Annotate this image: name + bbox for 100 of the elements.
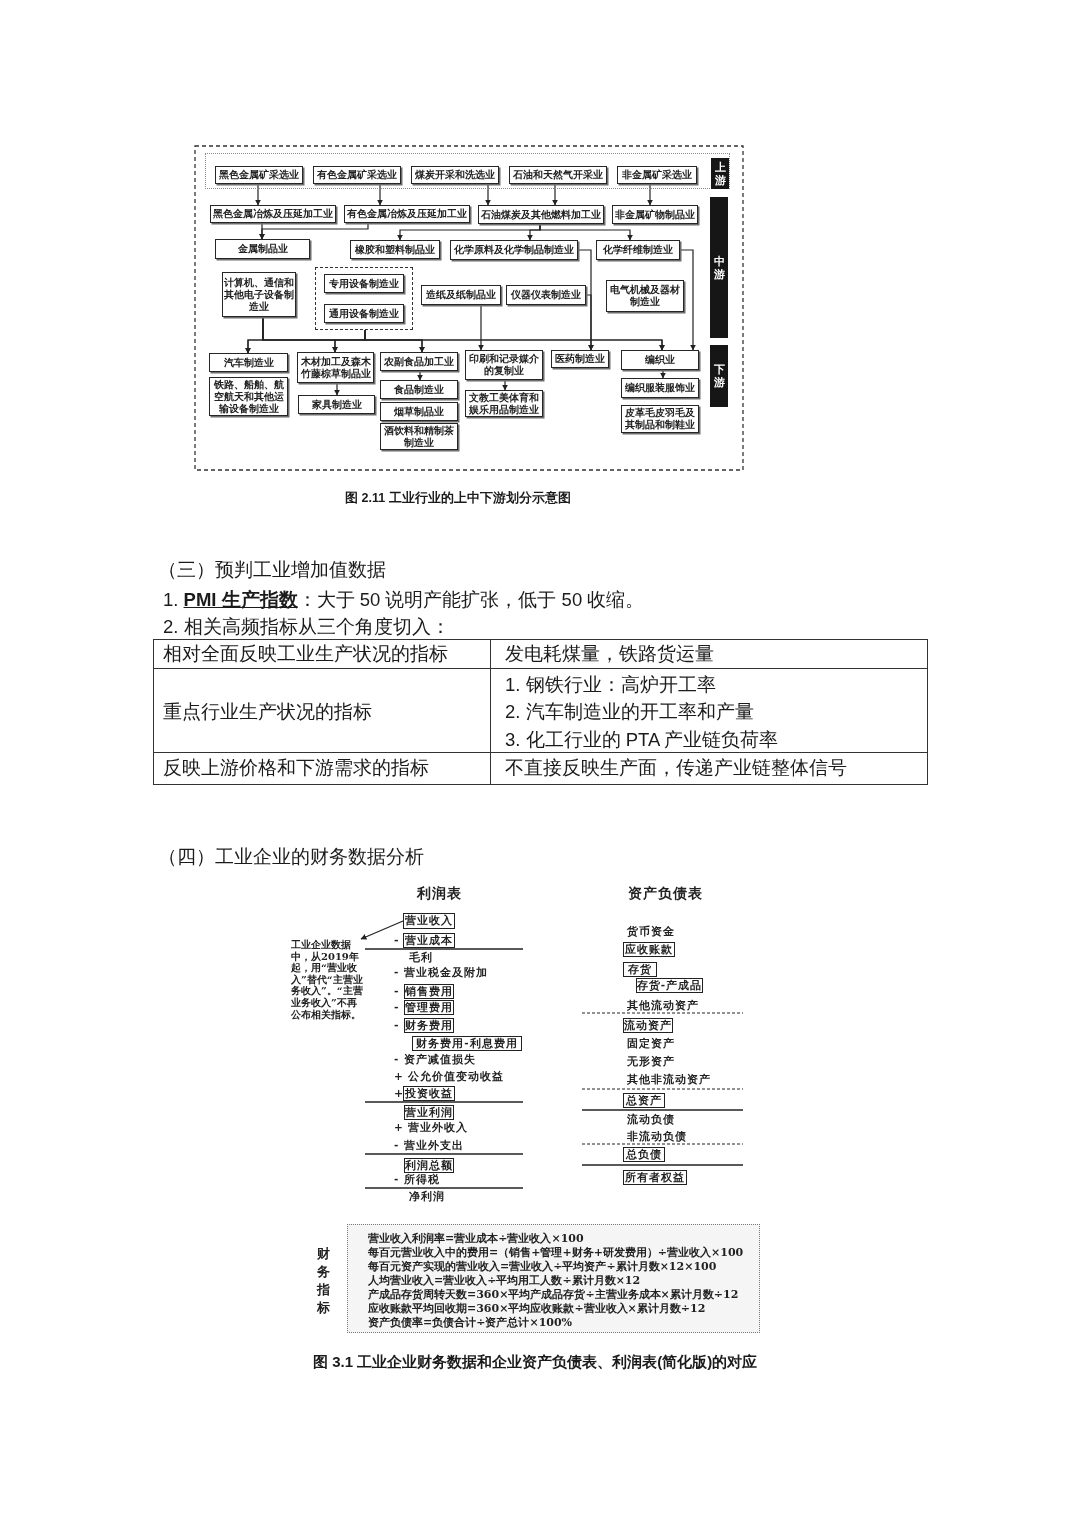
operator-sign: - xyxy=(394,933,399,949)
industry-box: 黑色金属冶炼及压延加工业 xyxy=(210,205,336,223)
formula-line: 每百元营业收入中的费用=（销售+管理+财务+研发费用）÷营业收入×100 xyxy=(368,1246,744,1260)
industry-box: 烟草制品业 xyxy=(380,402,458,421)
figure-caption: 图 3.1 工业企业财务数据和企业资产负债表、利润表(简化版)的对应 xyxy=(313,1352,758,1372)
industry-box: 金属制品业 xyxy=(215,239,310,259)
formula-box xyxy=(347,1224,760,1333)
boxed-item: 存货 xyxy=(623,962,657,977)
industry-box: 仪器仪表制造业 xyxy=(506,285,586,305)
statement-item: - 营业外支出 xyxy=(394,1139,464,1153)
statement-item: - 所得税 xyxy=(394,1173,440,1187)
industry-box: 专用设备制造业 xyxy=(324,274,404,293)
industry-box: 黑色金属矿采选业 xyxy=(215,166,303,184)
statement-item: 其他非流动资产 xyxy=(627,1073,711,1087)
boxed-item: 营业成本 xyxy=(403,933,455,948)
indicator-detail: 发电耗煤量，铁路货运量 xyxy=(505,642,714,666)
industry-box: 编织服装服饰业 xyxy=(621,378,699,398)
stage-band: 上游 xyxy=(711,158,729,189)
industry-box: 印刷和记录媒介的复制业 xyxy=(465,350,543,380)
industry-box: 石油煤炭及其他燃料加工业 xyxy=(478,205,604,224)
boxed-item: 财务费用-利息费用 xyxy=(412,1036,522,1051)
industry-box: 有色金属冶炼及压延加工业 xyxy=(344,205,470,223)
formula-line: 产成品存货周转天数=360×平均产成品存货÷主营业务成本×累计月数÷12 xyxy=(368,1288,739,1302)
boxed-item: 总负债 xyxy=(623,1147,665,1162)
boxed-item: 总资产 xyxy=(623,1093,665,1108)
connector-arrow xyxy=(660,369,666,379)
connector-arrow xyxy=(585,294,594,351)
industry-box: 皮革毛皮羽毛及其制品和制鞋业 xyxy=(621,405,699,433)
column-heading: 利润表 xyxy=(417,884,462,903)
connector-arrow xyxy=(647,183,653,206)
statement-item: + 公允价值变动收益 xyxy=(394,1070,505,1084)
industry-box: 医药制造业 xyxy=(551,350,609,368)
industry-box: 通用设备制造业 xyxy=(324,304,404,323)
industry-box: 橡胶和塑料制品业 xyxy=(350,240,440,259)
formula-line: 资产负债率=负债合计÷资产总计×100% xyxy=(368,1316,573,1330)
boxed-item: 投资收益 xyxy=(403,1086,455,1101)
statement-item: - 资产减值损失 xyxy=(394,1053,476,1067)
industry-box: 造纸及纸制品业 xyxy=(421,285,501,305)
indicator-detail: 3. 化工行业的 PTA 产业链负荷率 xyxy=(505,728,779,752)
boxed-item: 所有者权益 xyxy=(623,1170,687,1185)
list-item: 1. PMI 生产指数：大于 50 说明产能扩张，低于 50 收缩。 xyxy=(163,588,645,612)
boxed-item: 流动资产 xyxy=(623,1018,673,1033)
boxed-item: 利润总额 xyxy=(404,1158,454,1173)
industry-box: 计算机、通信和其他电子设备制造业 xyxy=(222,272,296,317)
industry-box: 家具制造业 xyxy=(298,395,375,414)
statement-item: 净利润 xyxy=(409,1190,445,1204)
dotted-region xyxy=(205,153,730,189)
stage-band: 中游 xyxy=(710,197,728,338)
vertical-label: 财务指标 xyxy=(316,1244,331,1318)
industry-box: 非金属矿采选业 xyxy=(617,166,697,184)
connector-arrow xyxy=(552,183,558,206)
industry-box: 化学原料及化学制品制造业 xyxy=(450,240,578,260)
industry-box: 石油和天然气开采业 xyxy=(509,166,607,184)
statement-item: 其他流动资产 xyxy=(627,999,699,1013)
industry-box: 非金属矿物制品业 xyxy=(612,205,698,224)
connector-arrow xyxy=(485,183,491,206)
leader-arrow xyxy=(360,920,404,940)
indicator-name: 相对全面反映工业生产状况的指标 xyxy=(163,642,448,666)
section-heading: （四）工业企业的财务数据分析 xyxy=(158,845,424,869)
statement-item: 非流动负债 xyxy=(627,1130,687,1144)
connector-arrow xyxy=(539,223,633,241)
industry-box: 汽车制造业 xyxy=(209,353,288,372)
boxed-item: 管理费用 xyxy=(404,1000,454,1015)
industry-box: 煤炭开采和洗选业 xyxy=(411,166,499,184)
statement-item: 流动负债 xyxy=(627,1113,675,1127)
industry-box: 文教工美体育和娱乐用品制造业 xyxy=(465,390,543,417)
industry-box: 铁路、船舶、航空航天和其他运输设备制造业 xyxy=(209,377,288,416)
stage-band: 下游 xyxy=(710,345,728,407)
indicator-name: 重点行业生产状况的指标 xyxy=(163,700,372,724)
industry-box: 电气机械及器材制造业 xyxy=(606,280,684,312)
indicator-detail: 2. 汽车制造业的开工率和产量 xyxy=(505,700,754,724)
statement-item: 毛利 xyxy=(409,951,433,965)
industry-box: 化学纤维制造业 xyxy=(596,240,680,260)
statement-item: 无形资产 xyxy=(627,1055,675,1069)
indicator-detail: 不直接反映生产面，传递产业链整体信号 xyxy=(505,756,847,780)
section-heading: （三）预判工业增加值数据 xyxy=(158,558,386,582)
statement-item: + 营业外收入 xyxy=(394,1121,469,1135)
connector-arrow xyxy=(255,183,261,206)
boxed-item: 营业利润 xyxy=(404,1105,454,1120)
boxed-item: 财务费用 xyxy=(404,1018,454,1033)
connector-arrow xyxy=(377,183,383,206)
statement-item: - 营业税金及附加 xyxy=(394,966,488,980)
connector-arrow xyxy=(364,329,665,351)
industry-box: 木材加工及森木竹藤棕草制品业 xyxy=(297,352,374,383)
column-heading: 资产负债表 xyxy=(628,884,703,903)
operator-sign: - xyxy=(394,1018,399,1034)
industry-box: 酒饮料和精制茶制造业 xyxy=(380,423,458,450)
indicator-detail: 1. 钢铁行业：高炉开工率 xyxy=(505,673,716,697)
industry-box: 编织业 xyxy=(621,350,699,370)
statement-item: 货币资金 xyxy=(627,925,675,939)
formula-line: 应收账款平均回收期=360×平均应收账款÷营业收入×累计月数÷12 xyxy=(368,1302,706,1316)
boxed-item: 应收账款 xyxy=(623,942,675,957)
industry-box: 有色金属矿采选业 xyxy=(313,166,401,184)
note-text: 工业企业数据中，从2019年起，用“营业收入”替代“主营业务收入”。“主营业务收入”不再公布相关指标。 xyxy=(291,939,365,1023)
formula-line: 营业收入利润率=营业成本÷营业收入×100 xyxy=(368,1232,584,1246)
operator-sign: - xyxy=(394,1000,399,1016)
connector-arrow xyxy=(679,249,696,351)
formula-line: 人均营业收入=营业收入÷平均用工人数÷累计月数×12 xyxy=(368,1274,641,1288)
formula-line: 每百元资产实现的营业收入=营业收入÷平均资产÷累计月数×12×100 xyxy=(368,1260,717,1274)
connector-arrow xyxy=(478,304,484,351)
